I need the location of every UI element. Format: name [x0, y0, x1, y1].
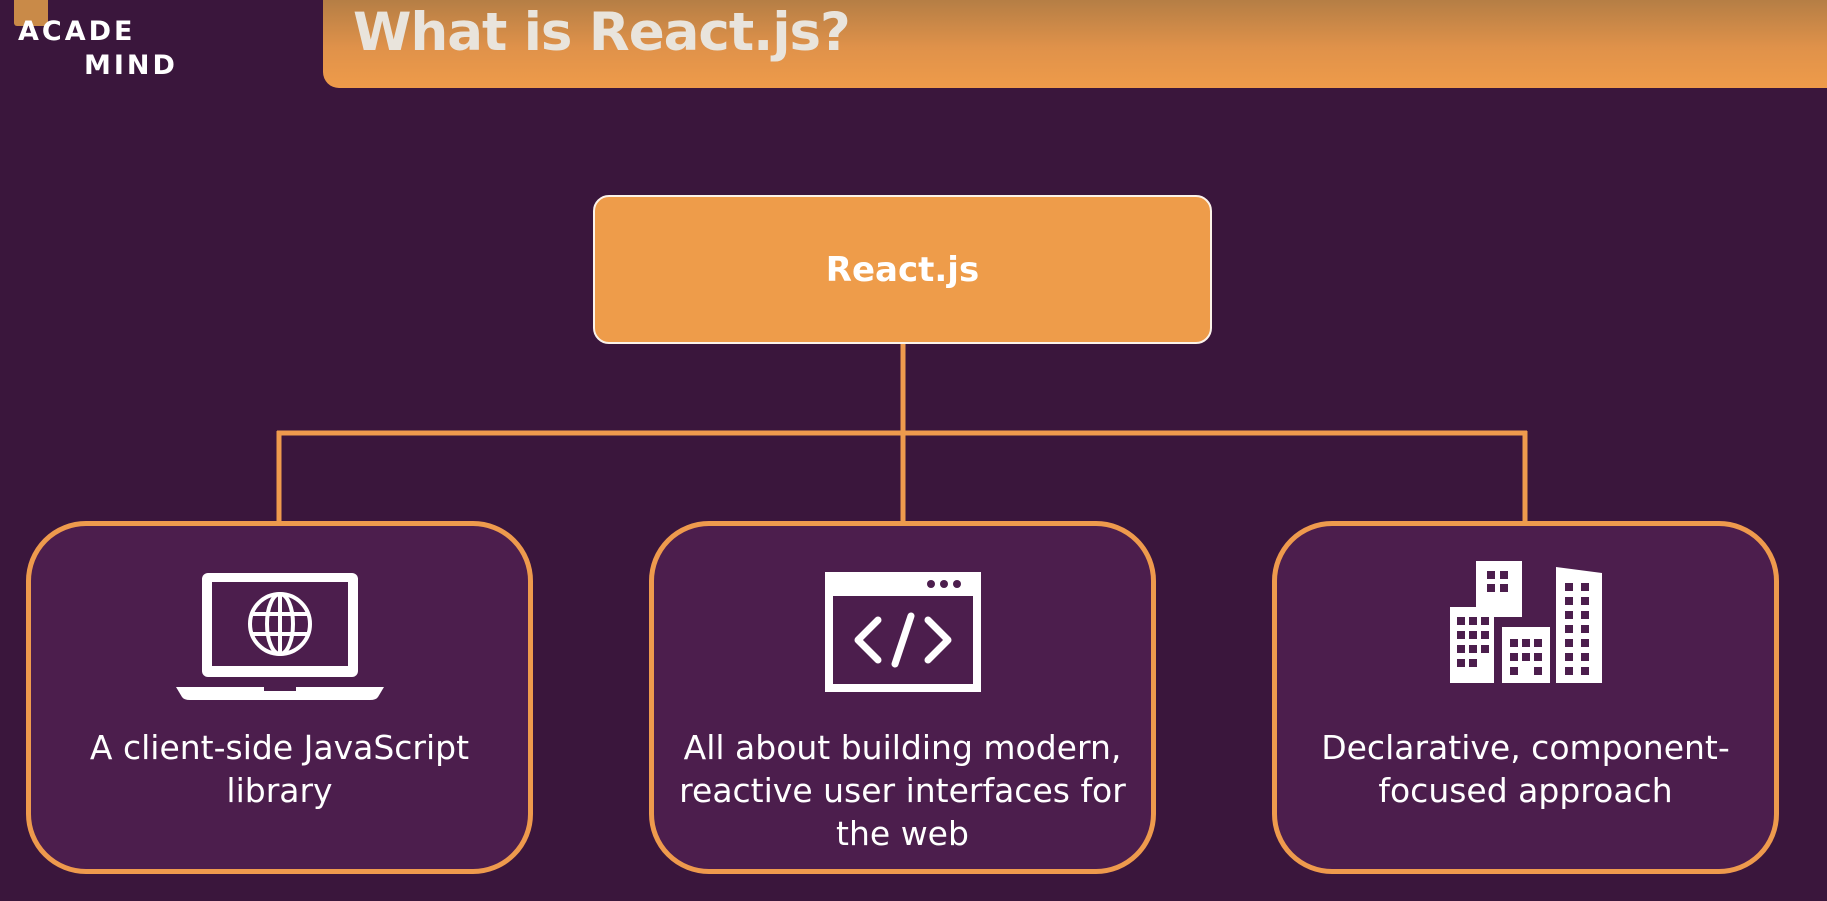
card-client-side-library: A client-side JavaScript library — [26, 521, 533, 874]
card-text: A client-side JavaScript library — [89, 728, 470, 810]
root-node: React.js — [593, 195, 1212, 344]
card-text: All about building modern, reactive user… — [679, 728, 1126, 853]
logo-tab — [14, 0, 48, 26]
browser-code-icon — [824, 572, 981, 692]
title-banner: What is React.js? — [323, 0, 1827, 88]
card-declarative-approach: Declarative, component-focused approach — [1272, 521, 1779, 874]
logo-line-1: ACADE — [18, 16, 136, 47]
buildings-icon — [1449, 561, 1602, 683]
slide-title: What is React.js? — [353, 2, 851, 63]
logo-line-2: MIND — [84, 50, 178, 81]
root-node-label: React.js — [825, 249, 980, 290]
card-modern-user-interfaces: All about building modern, reactive user… — [649, 521, 1156, 874]
card-text: Declarative, component-focused approach — [1321, 728, 1730, 810]
laptop-globe-icon — [175, 573, 384, 700]
